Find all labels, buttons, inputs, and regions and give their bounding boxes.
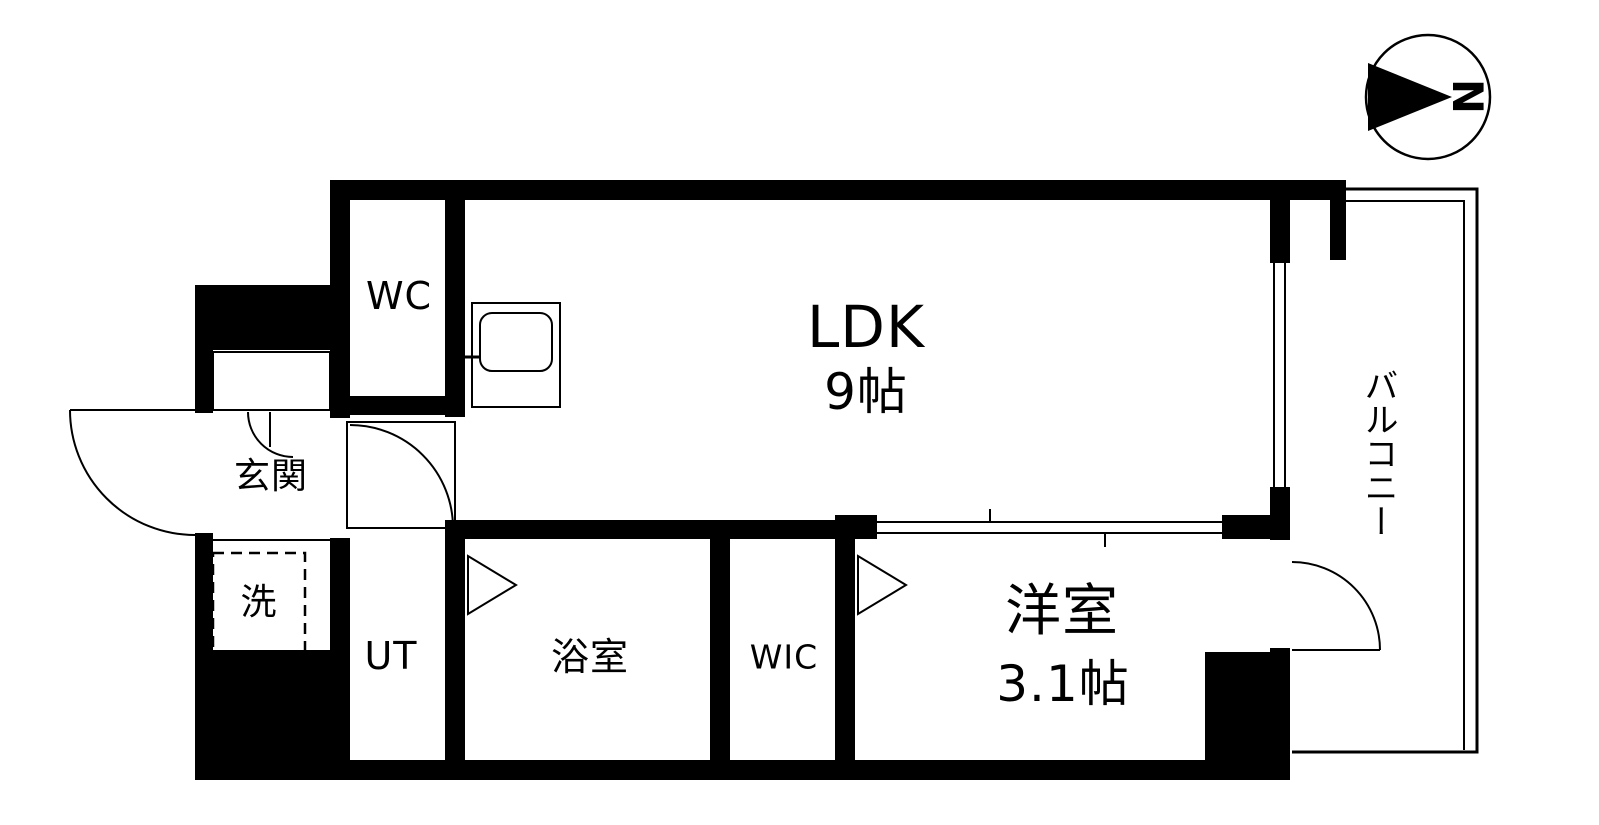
room-label-wc: WC xyxy=(365,274,433,318)
wall-left-lower xyxy=(330,538,350,780)
westroom-door-symbol xyxy=(857,554,908,616)
room-label-western-room: 洋室 xyxy=(1005,579,1119,644)
wall-top xyxy=(330,180,1346,200)
entrance-door xyxy=(69,409,196,536)
hall-door xyxy=(346,421,456,529)
wall-left-upper xyxy=(330,180,350,418)
kitchen-counter-outline xyxy=(471,302,561,408)
wic-westroom-divider-wall xyxy=(835,515,855,765)
shoe-cabinet xyxy=(212,351,331,411)
compass-north-label: N xyxy=(1443,78,1492,116)
room-size-western-room: 3.1帖 xyxy=(996,655,1130,713)
room-label-bath: 浴室 xyxy=(550,635,630,679)
hall-door-frame xyxy=(346,421,456,529)
balcony-top-wall-stub xyxy=(1330,180,1346,260)
compass-needle xyxy=(1368,63,1452,131)
entrance-door-swing-arc xyxy=(69,409,196,536)
right-wall-mid xyxy=(1270,488,1290,540)
kitchen-sink xyxy=(479,312,553,372)
bath-door-symbol xyxy=(467,554,518,616)
bath-wic-divider-wall xyxy=(710,538,730,768)
bath-top-wall xyxy=(445,520,855,539)
room-label-ldk: LDK xyxy=(806,293,926,361)
room-label-wic: WIC xyxy=(749,637,819,677)
laundry-space-outline xyxy=(211,551,307,654)
ldk-window xyxy=(1270,261,1290,489)
room-label-balcony: バルコニー xyxy=(1358,368,1398,538)
wall-bottom xyxy=(195,760,1290,780)
entry-left-wall-upper xyxy=(195,285,213,413)
sliding-door xyxy=(877,509,1222,547)
bottom-right-block xyxy=(1205,652,1290,762)
entry-top-block xyxy=(195,285,330,350)
kitchen-counter xyxy=(458,302,561,408)
room-label-genkan: 玄関 xyxy=(233,456,309,497)
folding-doors xyxy=(467,554,908,616)
balcony-door-swing-arc xyxy=(1291,561,1381,651)
right-wall-top xyxy=(1270,180,1290,262)
compass xyxy=(1364,33,1492,161)
cabinet-door-arc xyxy=(247,411,294,458)
balcony-outer-line xyxy=(1292,187,1479,754)
westroom-top-wall-left-stub xyxy=(835,515,877,539)
room-size-ldk: 9帖 xyxy=(824,363,908,421)
hall-door-swing-arc xyxy=(349,424,454,529)
balcony-inner-line xyxy=(1346,200,1465,750)
wc-right-wall xyxy=(445,180,465,417)
genkan-fixtures xyxy=(212,351,331,541)
balcony-door xyxy=(1291,561,1381,651)
room-label-laundry: 洗 xyxy=(240,582,278,623)
walls xyxy=(195,180,1346,780)
wc-bottom-wall xyxy=(330,396,465,415)
room-label-ut: UT xyxy=(364,634,418,678)
ut-bath-divider-wall xyxy=(445,538,465,768)
entry-bottom-block xyxy=(195,650,330,780)
balcony-outline xyxy=(1292,187,1479,754)
